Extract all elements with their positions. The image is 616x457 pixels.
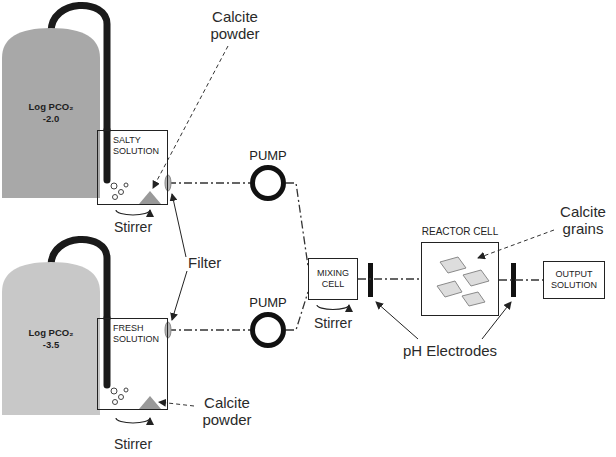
node-text: MIXING CELL bbox=[311, 268, 355, 291]
ph-electrode bbox=[368, 263, 373, 297]
gas-bubble bbox=[119, 190, 124, 195]
pump-symbol bbox=[250, 312, 286, 348]
gas-tube-end bbox=[104, 130, 111, 180]
node-text: OUTPUT SOLUTION bbox=[546, 269, 602, 292]
cylinder-body bbox=[2, 262, 100, 415]
calcite-grain bbox=[440, 257, 466, 273]
pump-ring bbox=[253, 315, 284, 346]
callout-label: Calcite powder bbox=[200, 8, 270, 43]
calcite-grain bbox=[462, 292, 485, 306]
gas-bubble bbox=[111, 388, 117, 394]
pump-ring bbox=[253, 168, 284, 199]
leader-arrow bbox=[482, 302, 511, 339]
stirrer-symbol bbox=[317, 305, 349, 310]
stirrer-label: Stirrer bbox=[103, 219, 163, 235]
gas-cylinder: Log PCO₂ -2.0 bbox=[2, 28, 100, 198]
stirrer-label: Stirrer bbox=[103, 436, 163, 452]
pump: PUMP bbox=[246, 148, 290, 201]
cylinder-body bbox=[2, 28, 100, 198]
solution-vessel: FRESH SOLUTION bbox=[97, 318, 168, 410]
pump-symbol bbox=[250, 165, 286, 201]
calcite-powder-pile bbox=[139, 396, 161, 409]
leader-line bbox=[153, 46, 228, 188]
gas-tube-end bbox=[104, 318, 111, 385]
leader-line bbox=[159, 402, 194, 406]
callout-label: Calcite grains bbox=[552, 203, 614, 238]
node-text: PUMP bbox=[246, 148, 290, 163]
node-text: SALTY SOLUTION bbox=[113, 135, 164, 158]
calcite-powder-pile bbox=[139, 191, 161, 204]
node-text: FRESH SOLUTION bbox=[113, 323, 164, 346]
solution-vessel: SALTY SOLUTION bbox=[97, 130, 168, 205]
node-text: Log PCO₂ -2.0 bbox=[26, 101, 76, 125]
flow-line bbox=[499, 279, 543, 280]
node-text: REACTOR CELL bbox=[412, 226, 508, 238]
gas-bubble bbox=[111, 183, 117, 189]
pump: PUMP bbox=[246, 295, 290, 348]
gas-bubble bbox=[113, 400, 118, 405]
gas-bubble bbox=[113, 195, 118, 200]
filter-label: Filter bbox=[188, 254, 232, 271]
reactor-cell: REACTOR CELL bbox=[412, 226, 508, 316]
flow-line bbox=[286, 292, 308, 330]
leader-arrow bbox=[172, 271, 187, 320]
stirrer-symbol bbox=[116, 418, 150, 423]
node-text: PUMP bbox=[246, 295, 290, 310]
gas-cylinder: Log PCO₂ -3.5 bbox=[2, 262, 100, 415]
output-box: OUTPUT SOLUTION bbox=[543, 261, 605, 299]
filter-symbol bbox=[165, 175, 171, 191]
mixing-cell: MIXING CELL bbox=[308, 258, 358, 300]
gas-bubble bbox=[124, 388, 128, 392]
calcite-grain bbox=[437, 281, 462, 297]
leader-arrow bbox=[172, 194, 186, 257]
flow-line bbox=[168, 182, 250, 183]
callout-label: pH Electrodes bbox=[392, 342, 508, 359]
flow-line bbox=[168, 329, 250, 330]
node-text: Log PCO₂ -3.5 bbox=[26, 327, 76, 351]
callout-label: Calcite powder bbox=[196, 394, 258, 429]
stirrer-symbol bbox=[116, 210, 150, 215]
filter-symbol bbox=[165, 322, 171, 338]
gas-bubble bbox=[124, 183, 128, 187]
flow-line bbox=[358, 278, 421, 279]
calcite-grain bbox=[463, 270, 489, 286]
reactor-box bbox=[421, 242, 499, 316]
gas-bubble bbox=[119, 395, 124, 400]
flow-line bbox=[286, 183, 308, 266]
stirrer-label: Stirrer bbox=[305, 315, 361, 331]
leader-arrow bbox=[376, 302, 418, 339]
